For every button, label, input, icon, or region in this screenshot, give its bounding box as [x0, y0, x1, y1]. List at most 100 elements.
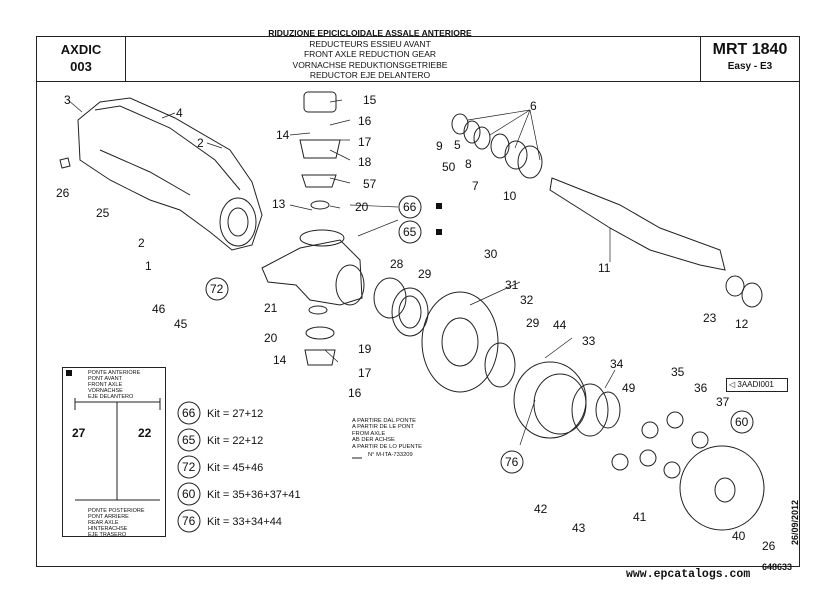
callout-66: 66 — [403, 200, 417, 214]
part-label-49: 49 — [622, 381, 636, 395]
part-label-20b: 20 — [264, 331, 278, 345]
part-label-1: 1 — [145, 259, 152, 273]
part-label-23: 23 — [703, 311, 717, 325]
wheel-hub — [421, 291, 499, 393]
part-label-30: 30 — [484, 247, 498, 261]
title-spanish: REDUCTOR EJE DELANTERO — [309, 70, 431, 81]
part-label-43: 43 — [572, 521, 586, 535]
doc-code-line2: 003 — [70, 59, 92, 74]
planet-carrier — [679, 445, 765, 531]
part-label-19: 19 — [358, 342, 372, 356]
doc-code-box: AXDIC 003 — [36, 36, 126, 82]
part-label-2: 2 — [197, 136, 204, 150]
callout-65: 65 — [403, 225, 417, 239]
part-label-13: 13 — [272, 197, 286, 211]
drawing-code: 648633 — [762, 562, 793, 572]
kit-text-5: Kit = 33+34+44 — [207, 516, 282, 528]
legend-marker-square — [66, 370, 72, 376]
part-label-26: 26 — [56, 186, 70, 200]
part-label-3: 3 — [64, 93, 71, 107]
callout-76: 76 — [505, 455, 519, 469]
model-box: MRT 1840 Easy - E3 — [700, 36, 800, 82]
model-variant: Easy - E3 — [727, 61, 773, 72]
model-name: MRT 1840 — [712, 41, 788, 58]
kit-text-2: Kit = 22+12 — [207, 435, 263, 447]
part-label-31: 31 — [505, 278, 519, 292]
part-label-6: 6 — [530, 99, 537, 113]
part-label-57: 57 — [363, 177, 377, 191]
part-label-29b: 29 — [526, 316, 540, 330]
part-label-16: 16 — [358, 114, 372, 128]
revision-date: 26/09/2012 — [790, 499, 800, 545]
part-label-32: 32 — [520, 293, 534, 307]
header-separator — [36, 81, 800, 82]
kit-text-4: Kit = 35+36+37+41 — [207, 489, 301, 501]
part-label-18: 18 — [358, 155, 372, 169]
part-label-14: 14 — [276, 128, 290, 142]
part-label-28: 28 — [390, 257, 404, 271]
kit-text-1: Kit = 27+12 — [207, 408, 263, 420]
drive-shaft — [549, 177, 726, 271]
part-label-41: 41 — [633, 510, 647, 524]
axle-housing — [77, 97, 263, 251]
steering-knuckle — [261, 239, 363, 306]
part-label-12: 12 — [735, 317, 749, 331]
ring-gear — [513, 361, 587, 439]
part-label-9: 9 — [436, 139, 443, 153]
kit-no-5: 76 — [182, 514, 196, 528]
part-label-17b: 17 — [358, 366, 372, 380]
page-title: RIDUZIONE EPICICLOIDALE ASSALE ANTERIORE… — [220, 28, 520, 81]
part-label-29: 29 — [418, 267, 432, 281]
kit-text-3: Kit = 45+46 — [207, 462, 263, 474]
title-german: VORNACHSE REDUKTIONSGETRIEBE — [292, 59, 448, 70]
part-label-7: 7 — [472, 179, 479, 193]
part-label-15: 15 — [363, 93, 377, 107]
watermark: www.epcatalogs.com — [626, 568, 751, 581]
page-frame — [36, 36, 800, 567]
part-label-16b: 16 — [348, 386, 362, 400]
legend-label-22: 22 — [138, 426, 152, 440]
kit-no-2: 65 — [182, 433, 196, 447]
serial-note-ref: N° M-ITA-733209 — [368, 452, 413, 459]
kit-no-3: 72 — [182, 460, 196, 474]
part-label-14b: 14 — [273, 353, 287, 367]
part-label-4: 4 — [176, 106, 183, 120]
kit-no-4: 60 — [182, 487, 196, 501]
part-label-8: 8 — [465, 157, 472, 171]
title-italian: RIDUZIONE EPICICLOIDALE ASSALE ANTERIORE — [268, 28, 472, 38]
marker-square-66 — [436, 203, 442, 209]
part-label-10: 10 — [503, 189, 517, 203]
kit-no-1: 66 — [182, 406, 196, 420]
part-label-37: 37 — [716, 395, 730, 409]
part-label-40: 40 — [732, 529, 746, 543]
part-label-50: 50 — [442, 160, 456, 174]
part-label-42: 42 — [534, 502, 548, 516]
part-label-25: 25 — [96, 206, 110, 220]
title-english: FRONT AXLE REDUCTION GEAR — [303, 49, 437, 60]
part-label-2b: 2 — [138, 236, 145, 250]
part-label-36: 36 — [694, 381, 708, 395]
callout-72: 72 — [210, 282, 224, 296]
part-label-20: 20 — [355, 200, 369, 214]
part-label-45: 45 — [174, 317, 188, 331]
marker-square-65 — [436, 229, 442, 235]
part-labels: 1 2 2 3 4 5 6 7 8 9 10 11 12 13 14 14 15… — [56, 93, 776, 553]
kit-list: 66 65 72 60 76 Kit = 27+12 Kit = 22+12 K… — [177, 401, 301, 533]
part-label-21: 21 — [264, 301, 278, 315]
legend-label-27: 27 — [72, 426, 86, 440]
part-label-17: 17 — [358, 135, 372, 149]
part-label-5: 5 — [454, 138, 461, 152]
title-french: REDUCTEURS ESSIEU AVANT — [309, 38, 431, 49]
part-label-34: 34 — [610, 357, 624, 371]
part-label-44: 44 — [553, 318, 567, 332]
reference-tag: ◁ 3AADI001 — [726, 378, 788, 392]
part-label-26b: 26 — [762, 539, 776, 553]
callout-60: 60 — [735, 415, 749, 429]
part-label-35: 35 — [671, 365, 685, 379]
part-label-33: 33 — [582, 334, 596, 348]
